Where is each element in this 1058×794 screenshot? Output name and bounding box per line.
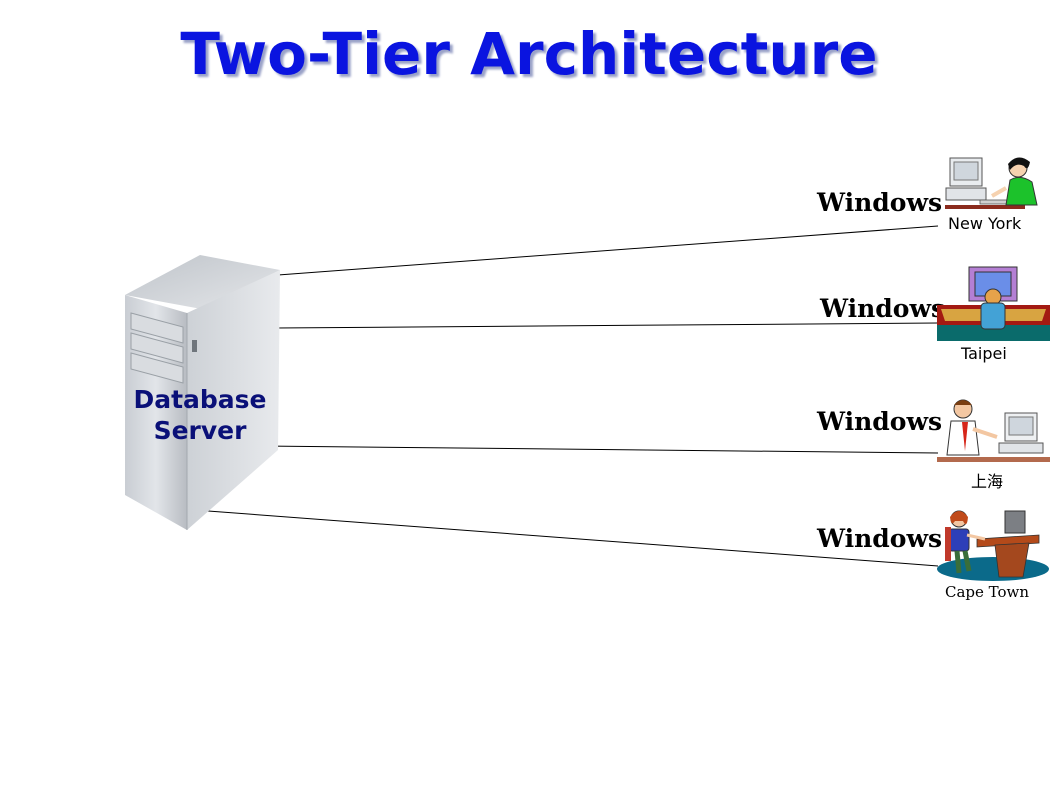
user-at-monitor-icon (937, 266, 1050, 341)
client-city-label: Taipei (961, 344, 1007, 363)
page-title: Two-Tier Architecture (180, 20, 878, 88)
server-tower-icon (125, 255, 280, 530)
businessman-at-computer-icon (937, 399, 1050, 462)
client-city-label: New York (948, 214, 1022, 233)
server-label-line2: Server (153, 416, 247, 445)
user-at-computer-icon (945, 157, 1038, 209)
client-city-label: 上海 (971, 472, 1004, 491)
link-shanghai (261, 445, 939, 454)
client-os-label: Windows (820, 294, 946, 323)
client-os-label: Windows (817, 407, 943, 436)
server-label: Database Server (120, 384, 280, 446)
client-os-label: Windows (817, 524, 943, 553)
link-taipei (275, 322, 939, 329)
woman-at-desk-icon (937, 510, 1049, 581)
link-cape-town (207, 510, 939, 567)
client-city-label: Cape Town (945, 583, 1030, 601)
link-new-york (277, 225, 939, 276)
server-label-line1: Database (133, 385, 267, 414)
client-os-label: Windows (817, 188, 943, 217)
